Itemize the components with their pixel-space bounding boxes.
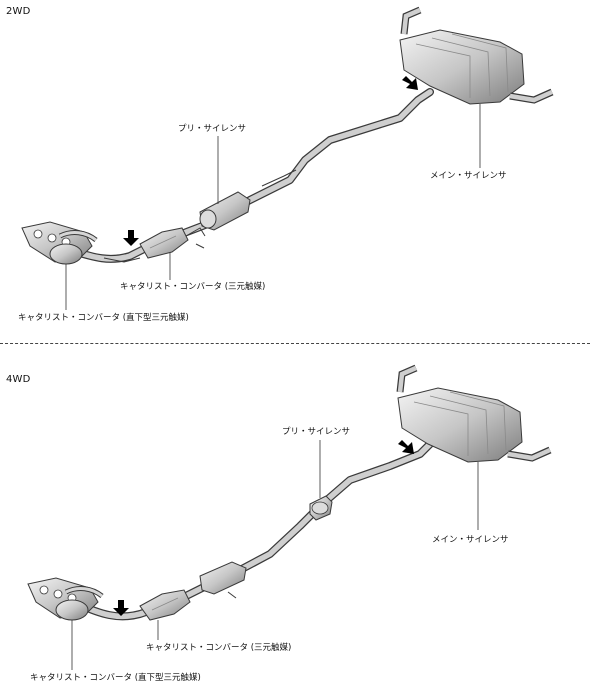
- section-4wd: 4WD: [0, 348, 590, 686]
- arrow-icon: [398, 440, 414, 454]
- label-main-silencer-2wd: メイン・サイレンサ: [430, 171, 507, 181]
- exhaust-pipe: [66, 88, 434, 263]
- label-pre-silencer-2wd: プリ・サイレンサ: [178, 124, 247, 134]
- label-main-silencer-4wd: メイン・サイレンサ: [432, 535, 509, 545]
- arrow-icon: [402, 76, 418, 90]
- leader-lines: [71, 440, 479, 670]
- label-catalytic-converter-2wd: キャタリスト・コンバータ (三元触媒): [120, 282, 266, 292]
- catalytic-converter: [139, 589, 191, 621]
- section-2wd: 2WD: [0, 0, 590, 340]
- pre-silencer: [309, 495, 333, 521]
- section-divider: [0, 343, 590, 344]
- arrow-icon: [113, 600, 129, 616]
- label-direct-catalytic-converter-4wd: キャタリスト・コンバータ (直下型三元触媒): [30, 673, 201, 683]
- direct-catalytic-converter: [55, 599, 89, 621]
- exhaust-diagram-4wd: [27, 364, 552, 670]
- exhaust-diagram-2wd: [21, 6, 554, 310]
- catalytic-converter: [139, 227, 206, 259]
- pre-silencer: [199, 169, 297, 231]
- main-silencer: [399, 6, 554, 105]
- label-pre-silencer-4wd: プリ・サイレンサ: [282, 427, 351, 437]
- section-title-4wd: 4WD: [6, 374, 31, 385]
- section-title-2wd: 2WD: [6, 6, 31, 17]
- label-catalytic-converter-4wd: キャタリスト・コンバータ (三元触媒): [146, 643, 292, 653]
- label-direct-catalytic-converter-2wd: キャタリスト・コンバータ (直下型三元触媒): [18, 313, 189, 323]
- exhaust-pipe: [74, 440, 434, 621]
- resonator: [199, 561, 247, 599]
- main-silencer: [396, 364, 552, 463]
- leader-lines: [65, 104, 481, 310]
- arrow-icon: [123, 230, 139, 246]
